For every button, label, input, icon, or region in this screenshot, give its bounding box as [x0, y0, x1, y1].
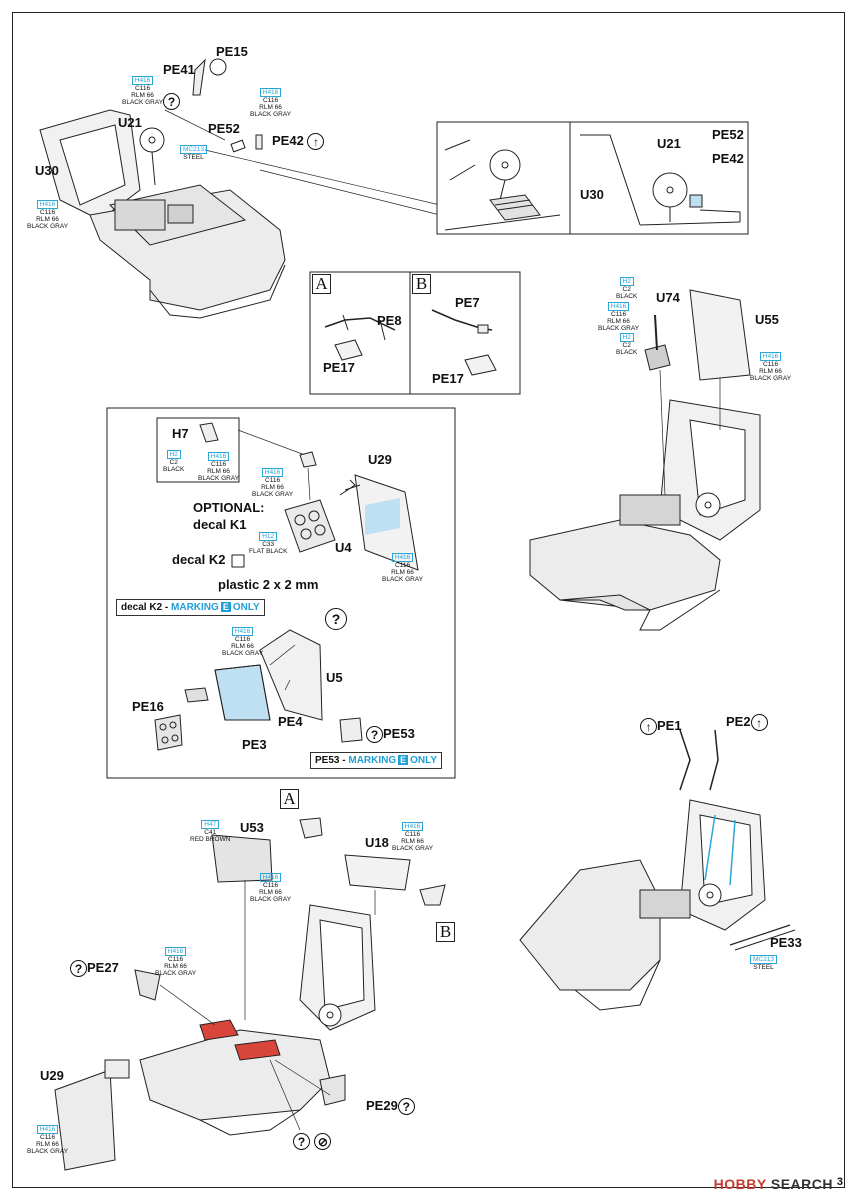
label-pe3: PE3 — [242, 737, 267, 752]
label-pe29: PE29? — [366, 1098, 415, 1116]
label-decal-k1: decal K1 — [193, 517, 247, 532]
box-label-a-top: A — [312, 274, 331, 294]
page-frame — [12, 12, 845, 1188]
label-u4: U4 — [335, 540, 352, 555]
detail-label-pe42: PE42 — [712, 151, 744, 166]
paint-pe33: MC213 STEEL — [750, 955, 777, 971]
label-pe53: ?PE53 — [366, 726, 415, 744]
detail-label-u30: U30 — [580, 187, 604, 202]
label-u21: U21 — [118, 115, 142, 130]
detail-label-pe52: PE52 — [712, 127, 744, 142]
question-icon-top: ? — [163, 93, 180, 111]
label-u74: U74 — [656, 290, 680, 305]
label-pe1: ↑PE1 — [640, 718, 682, 736]
detail-label-u21: U21 — [657, 136, 681, 151]
label-pe42: PE42 ↑ — [272, 133, 325, 151]
watermark-suffix: SEARCH — [770, 1176, 833, 1192]
paint-pe52: MC213 STEEL — [180, 145, 207, 161]
question-icon-panel: ? — [325, 608, 347, 630]
watermark: HOBBY SEARCH — [714, 1176, 833, 1192]
label-plastic: plastic 2 x 2 mm — [218, 577, 319, 592]
label-pe17-b: PE17 — [432, 371, 464, 386]
detail-left-drawing — [444, 139, 561, 231]
label-pe41: PE41 — [163, 62, 195, 77]
label-optional: OPTIONAL: — [193, 500, 265, 515]
box-label-b-top: B — [412, 274, 431, 294]
label-pe17-a: PE17 — [323, 360, 355, 375]
label-pe15: PE15 — [216, 44, 248, 59]
belt-a-drawing — [324, 314, 396, 361]
label-h7: H7 — [172, 426, 189, 441]
question-icon-bottom: ? ⊘ — [293, 1133, 332, 1151]
box-label-b-bottom: B — [436, 922, 455, 942]
page-number: 3 — [836, 1176, 843, 1188]
label-pe7: PE7 — [455, 295, 480, 310]
detail-right-drawing — [580, 134, 741, 226]
bottom-assembly-drawing — [54, 817, 446, 1171]
label-pe8: PE8 — [377, 313, 402, 328]
harness-assembly-drawing — [519, 729, 796, 1011]
top-cockpit-drawing — [39, 58, 441, 319]
label-u29-panel: U29 — [368, 452, 392, 467]
belt-b-drawing — [431, 309, 497, 376]
label-u55: U55 — [755, 312, 779, 327]
label-pe27: ?PE27 — [70, 960, 119, 978]
label-u5: U5 — [326, 670, 343, 685]
label-pe33: PE33 — [770, 935, 802, 950]
label-pe52: PE52 — [208, 121, 240, 136]
label-u30: U30 — [35, 163, 59, 178]
label-pe2: PE2↑ — [726, 714, 768, 732]
panel-drawing — [154, 422, 419, 751]
box-label-a-bottom: A — [280, 789, 299, 809]
seat-assembly-drawing — [529, 289, 761, 631]
label-pe4: PE4 — [278, 714, 303, 729]
label-u29-bottom: U29 — [40, 1068, 64, 1083]
label-u53: U53 — [240, 820, 264, 835]
label-decal-k2: decal K2 — [172, 552, 226, 567]
watermark-brand: HOBBY — [713, 1176, 767, 1192]
label-u18: U18 — [365, 835, 389, 850]
label-pe16: PE16 — [132, 699, 164, 714]
